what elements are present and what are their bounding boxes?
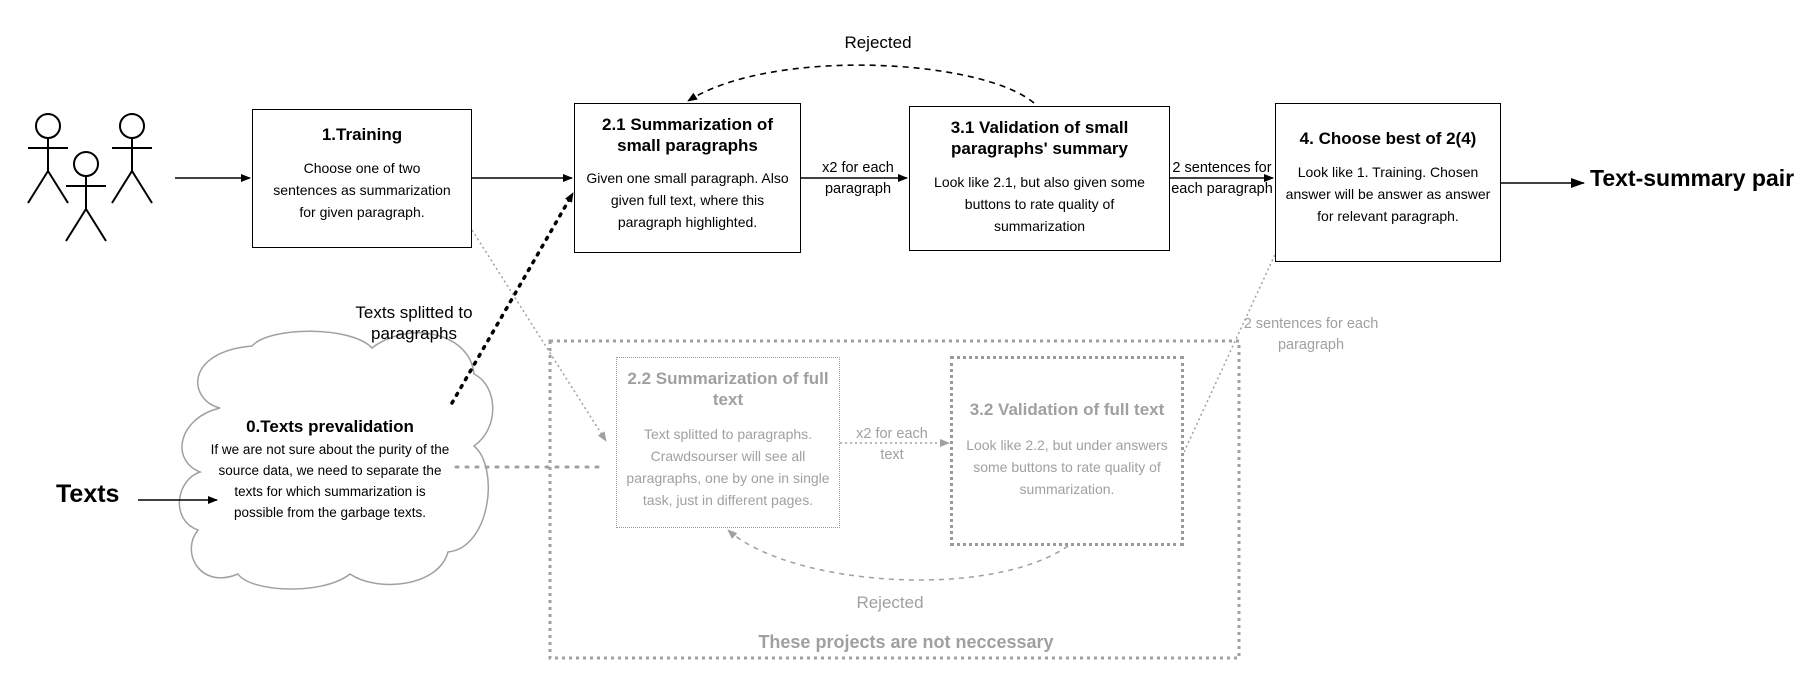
node-validation-full[interactable]: 3.2 Validation of full text Look like 2.…: [950, 356, 1184, 546]
label-rejected-top: Rejected: [844, 33, 912, 52]
node-validation-small-desc: Look like 2.1, but also given some butto…: [934, 174, 1145, 234]
crowd-figure-left: [27, 113, 69, 204]
crowd-figure-right: [111, 113, 153, 204]
node-choose-best-title: 4. Choose best of 2(4): [1299, 129, 1477, 148]
prevalidation-cloud-shape: [178, 330, 494, 590]
label-input-texts: Texts: [56, 480, 120, 508]
label-texts-splitted: Texts splitted to paragraphs: [355, 303, 473, 343]
node-summarization-small-desc: Given one small paragraph. Also given fu…: [586, 170, 789, 230]
node-training[interactable]: 1.Training Choose one of two sentences a…: [252, 109, 472, 248]
label-x2-each-paragraph: x2 for each paragraph: [822, 160, 894, 197]
node-prevalidation-title: 0.Texts prevalidation: [246, 417, 414, 436]
node-choose-best-desc: Look like 1. Training. Chosen answer wil…: [1285, 164, 1491, 224]
arrow-rejected-bottom: [727, 529, 1069, 581]
label-output-text-summary-pair: Text-summary pair: [1590, 165, 1795, 191]
label-two-sentences: 2 sentences for each paragraph: [1171, 160, 1273, 197]
arrow-rejected-top: [687, 64, 1035, 104]
label-rejected-bottom: Rejected: [856, 593, 924, 612]
node-validation-small-title: 3.1 Validation of small paragraphs' summ…: [950, 118, 1129, 158]
label-two-sentences-grey: 2 sentences for each paragraph: [1243, 316, 1379, 353]
node-validation-small[interactable]: 3.1 Validation of small paragraphs' summ…: [909, 106, 1170, 251]
label-not-necessary: These projects are not neccessary: [758, 632, 1054, 652]
node-summarization-full-title: 2.2 Summarization of full text: [627, 369, 829, 409]
node-validation-full-desc: Look like 2.2, but under answers some bu…: [966, 437, 1168, 497]
node-prevalidation[interactable]: 0.Texts prevalidation If we are not sure…: [202, 416, 458, 556]
node-training-desc: Choose one of two sentences as summariza…: [273, 160, 451, 220]
optional-projects-container: [548, 339, 1241, 660]
crowd-figure-middle: [65, 151, 107, 242]
node-summarization-small[interactable]: 2.1 Summarization of small paragraphs Gi…: [574, 103, 801, 253]
node-training-title: 1.Training: [321, 125, 403, 144]
label-x2-each-text: x2 for each text: [856, 426, 928, 463]
node-summarization-full-desc: Text splitted to paragraphs. Crawdsourse…: [626, 426, 830, 508]
node-choose-best[interactable]: 4. Choose best of 2(4) Look like 1. Trai…: [1275, 103, 1501, 262]
node-summarization-full[interactable]: 2.2 Summarization of full text Text spli…: [616, 357, 840, 528]
node-prevalidation-desc: If we are not sure about the purity of t…: [210, 442, 450, 520]
node-validation-full-title: 3.2 Validation of full text: [969, 400, 1165, 419]
arrow-valid-full-to-choose: [1183, 221, 1291, 453]
arrow-training-to-summ-full: [471, 229, 607, 442]
node-summarization-small-title: 2.1 Summarization of small paragraphs: [602, 115, 773, 155]
